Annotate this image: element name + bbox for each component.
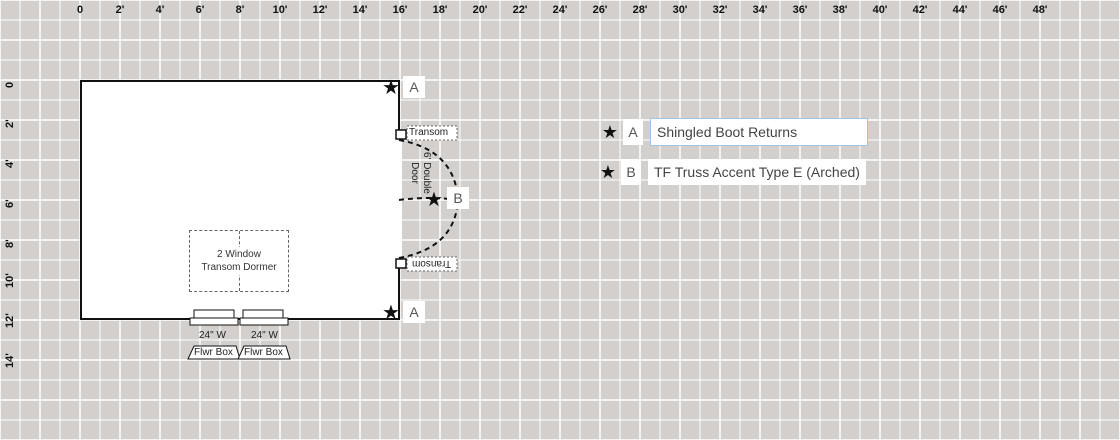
transom-bottom-box[interactable] (395, 258, 407, 269)
door-label: 6' Double Door (409, 152, 432, 194)
marker-letter-b[interactable]: B (447, 187, 469, 209)
dormer-outline[interactable]: 2 Window Transom Dormer (189, 230, 289, 292)
x-ruler-label: 46' (992, 4, 1008, 16)
legend-row-b: ★ B TF Truss Accent Type E (Arched) (598, 159, 866, 185)
x-ruler-label: 6' (195, 4, 205, 16)
x-ruler-label: 44' (952, 4, 968, 16)
star-icon[interactable]: ★ (382, 75, 400, 99)
x-ruler-label: 16' (392, 4, 408, 16)
flower-box-2-base[interactable] (239, 317, 289, 326)
legend-value-field[interactable]: TF Truss Accent Type E (Arched) (648, 159, 866, 185)
flower-box-1-base[interactable] (189, 317, 239, 326)
x-ruler-label: 10' (272, 4, 288, 16)
star-icon: ★ (601, 121, 619, 142)
x-ruler-label: 22' (512, 4, 528, 16)
transom-bottom-label: Transom (412, 258, 452, 269)
x-ruler-label: 20' (472, 4, 488, 16)
flower-box-2-name: Flwr Box (244, 347, 283, 358)
dormer-label: 2 Window Transom Dormer (201, 247, 277, 275)
legend-value-field[interactable]: Shingled Boot Returns (650, 118, 868, 146)
x-ruler-label: 14' (352, 4, 368, 16)
dormer-label-line1: 2 Window (217, 249, 261, 260)
transom-top-outline (406, 125, 458, 141)
x-ruler-label: 40' (872, 4, 888, 16)
flower-box-2-width: 24" W (251, 330, 278, 341)
x-ruler-label: 18' (432, 4, 448, 16)
legend-letter: A (623, 119, 643, 145)
x-ruler-label: 36' (792, 4, 808, 16)
x-ruler-label: 24' (552, 4, 568, 16)
flower-box-2-trapezoid[interactable] (237, 345, 291, 360)
x-ruler-label: 38' (832, 4, 848, 16)
transom-bottom-outline (406, 256, 458, 272)
dormer-label-line2: Transom Dormer (201, 262, 277, 273)
x-ruler-label: 4' (155, 4, 165, 16)
star-icon[interactable]: ★ (382, 300, 400, 324)
building-footprint[interactable] (80, 80, 400, 320)
transom-top-box[interactable] (395, 129, 407, 140)
x-ruler-label: 32' (712, 4, 728, 16)
x-ruler-label: 34' (752, 4, 768, 16)
legend-row-a: ★ A Shingled Boot Returns (600, 118, 868, 146)
x-ruler-label: 26' (592, 4, 608, 16)
x-ruler-label: 48' (1032, 4, 1048, 16)
marker-letter-a-top[interactable]: A (403, 76, 425, 98)
legend-letter: B (621, 159, 641, 185)
x-ruler-label: 0 (76, 4, 84, 16)
x-ruler-label: 30' (672, 4, 688, 16)
x-ruler-label: 8' (235, 4, 245, 16)
flower-box-1-width: 24" W (199, 330, 226, 341)
x-ruler-label: 28' (632, 4, 648, 16)
marker-letter-a-bottom[interactable]: A (403, 301, 425, 323)
door-swing-bottom (398, 199, 459, 259)
x-ruler-label: 2' (115, 4, 125, 16)
star-icon: ★ (599, 161, 617, 182)
x-ruler-label: 12' (312, 4, 328, 16)
star-icon[interactable]: ★ (425, 187, 443, 211)
transom-top-label: Transom (409, 127, 449, 138)
flower-box-1-name: Flwr Box (194, 347, 233, 358)
x-ruler-label: 42' (912, 4, 928, 16)
